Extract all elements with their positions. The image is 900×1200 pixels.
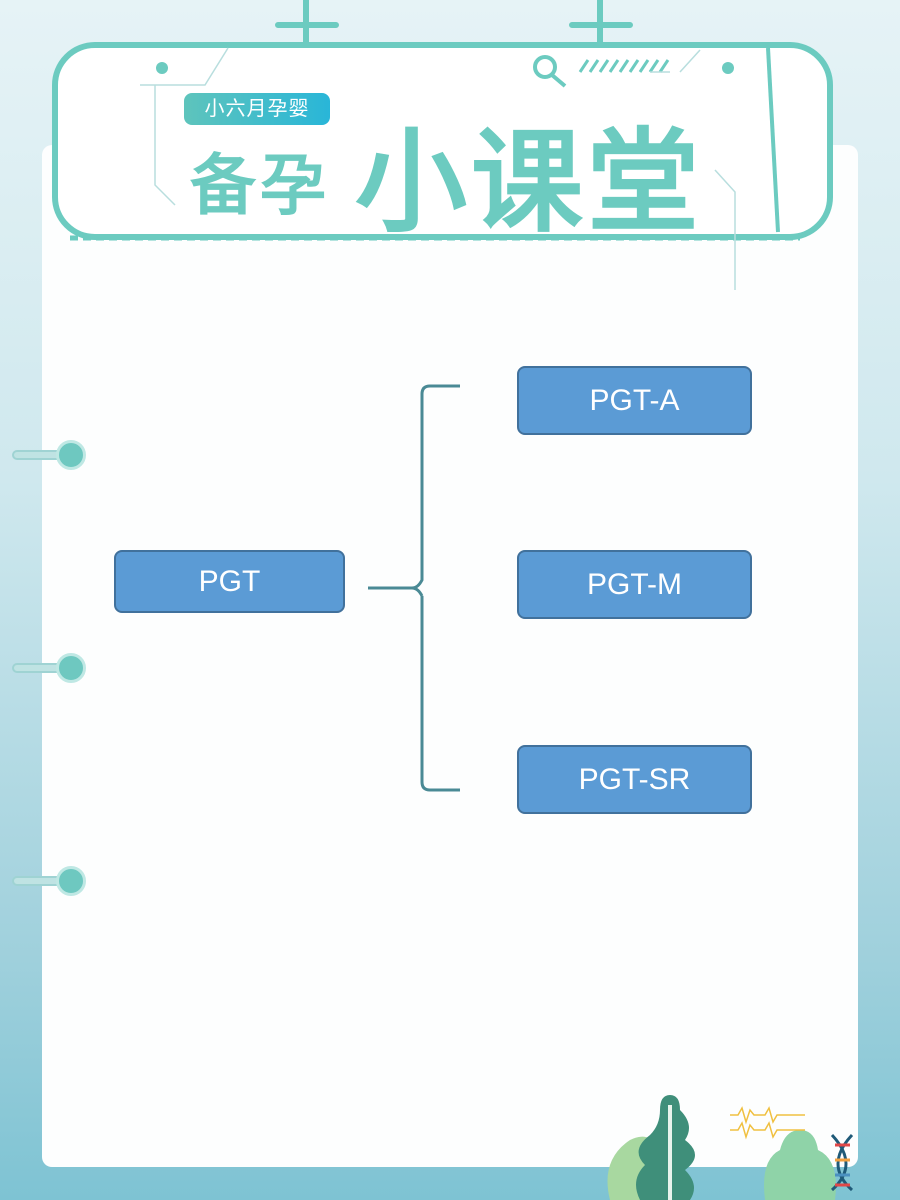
decoration-plants [607,1095,854,1200]
hanger-icon [275,0,339,48]
paper-card [42,145,858,1167]
search-icon [533,55,557,79]
title-small: 备孕 [190,147,330,224]
node-root: PGT [114,550,345,613]
pulse-icon [730,1106,805,1140]
binder-ring [12,653,86,683]
node-child: PGT-SR [517,745,752,814]
dna-icon [830,1133,854,1192]
bush-icon [764,1130,836,1200]
binder-ring [12,866,86,896]
binder-ring [12,440,86,470]
brand-badge: 小六月孕婴 [184,93,330,125]
hanger-icon [569,0,633,48]
tree-icon [636,1095,695,1200]
title-large: 小课堂 [355,118,703,248]
node-child: PGT-M [517,550,752,619]
node-child: PGT-A [517,366,752,435]
